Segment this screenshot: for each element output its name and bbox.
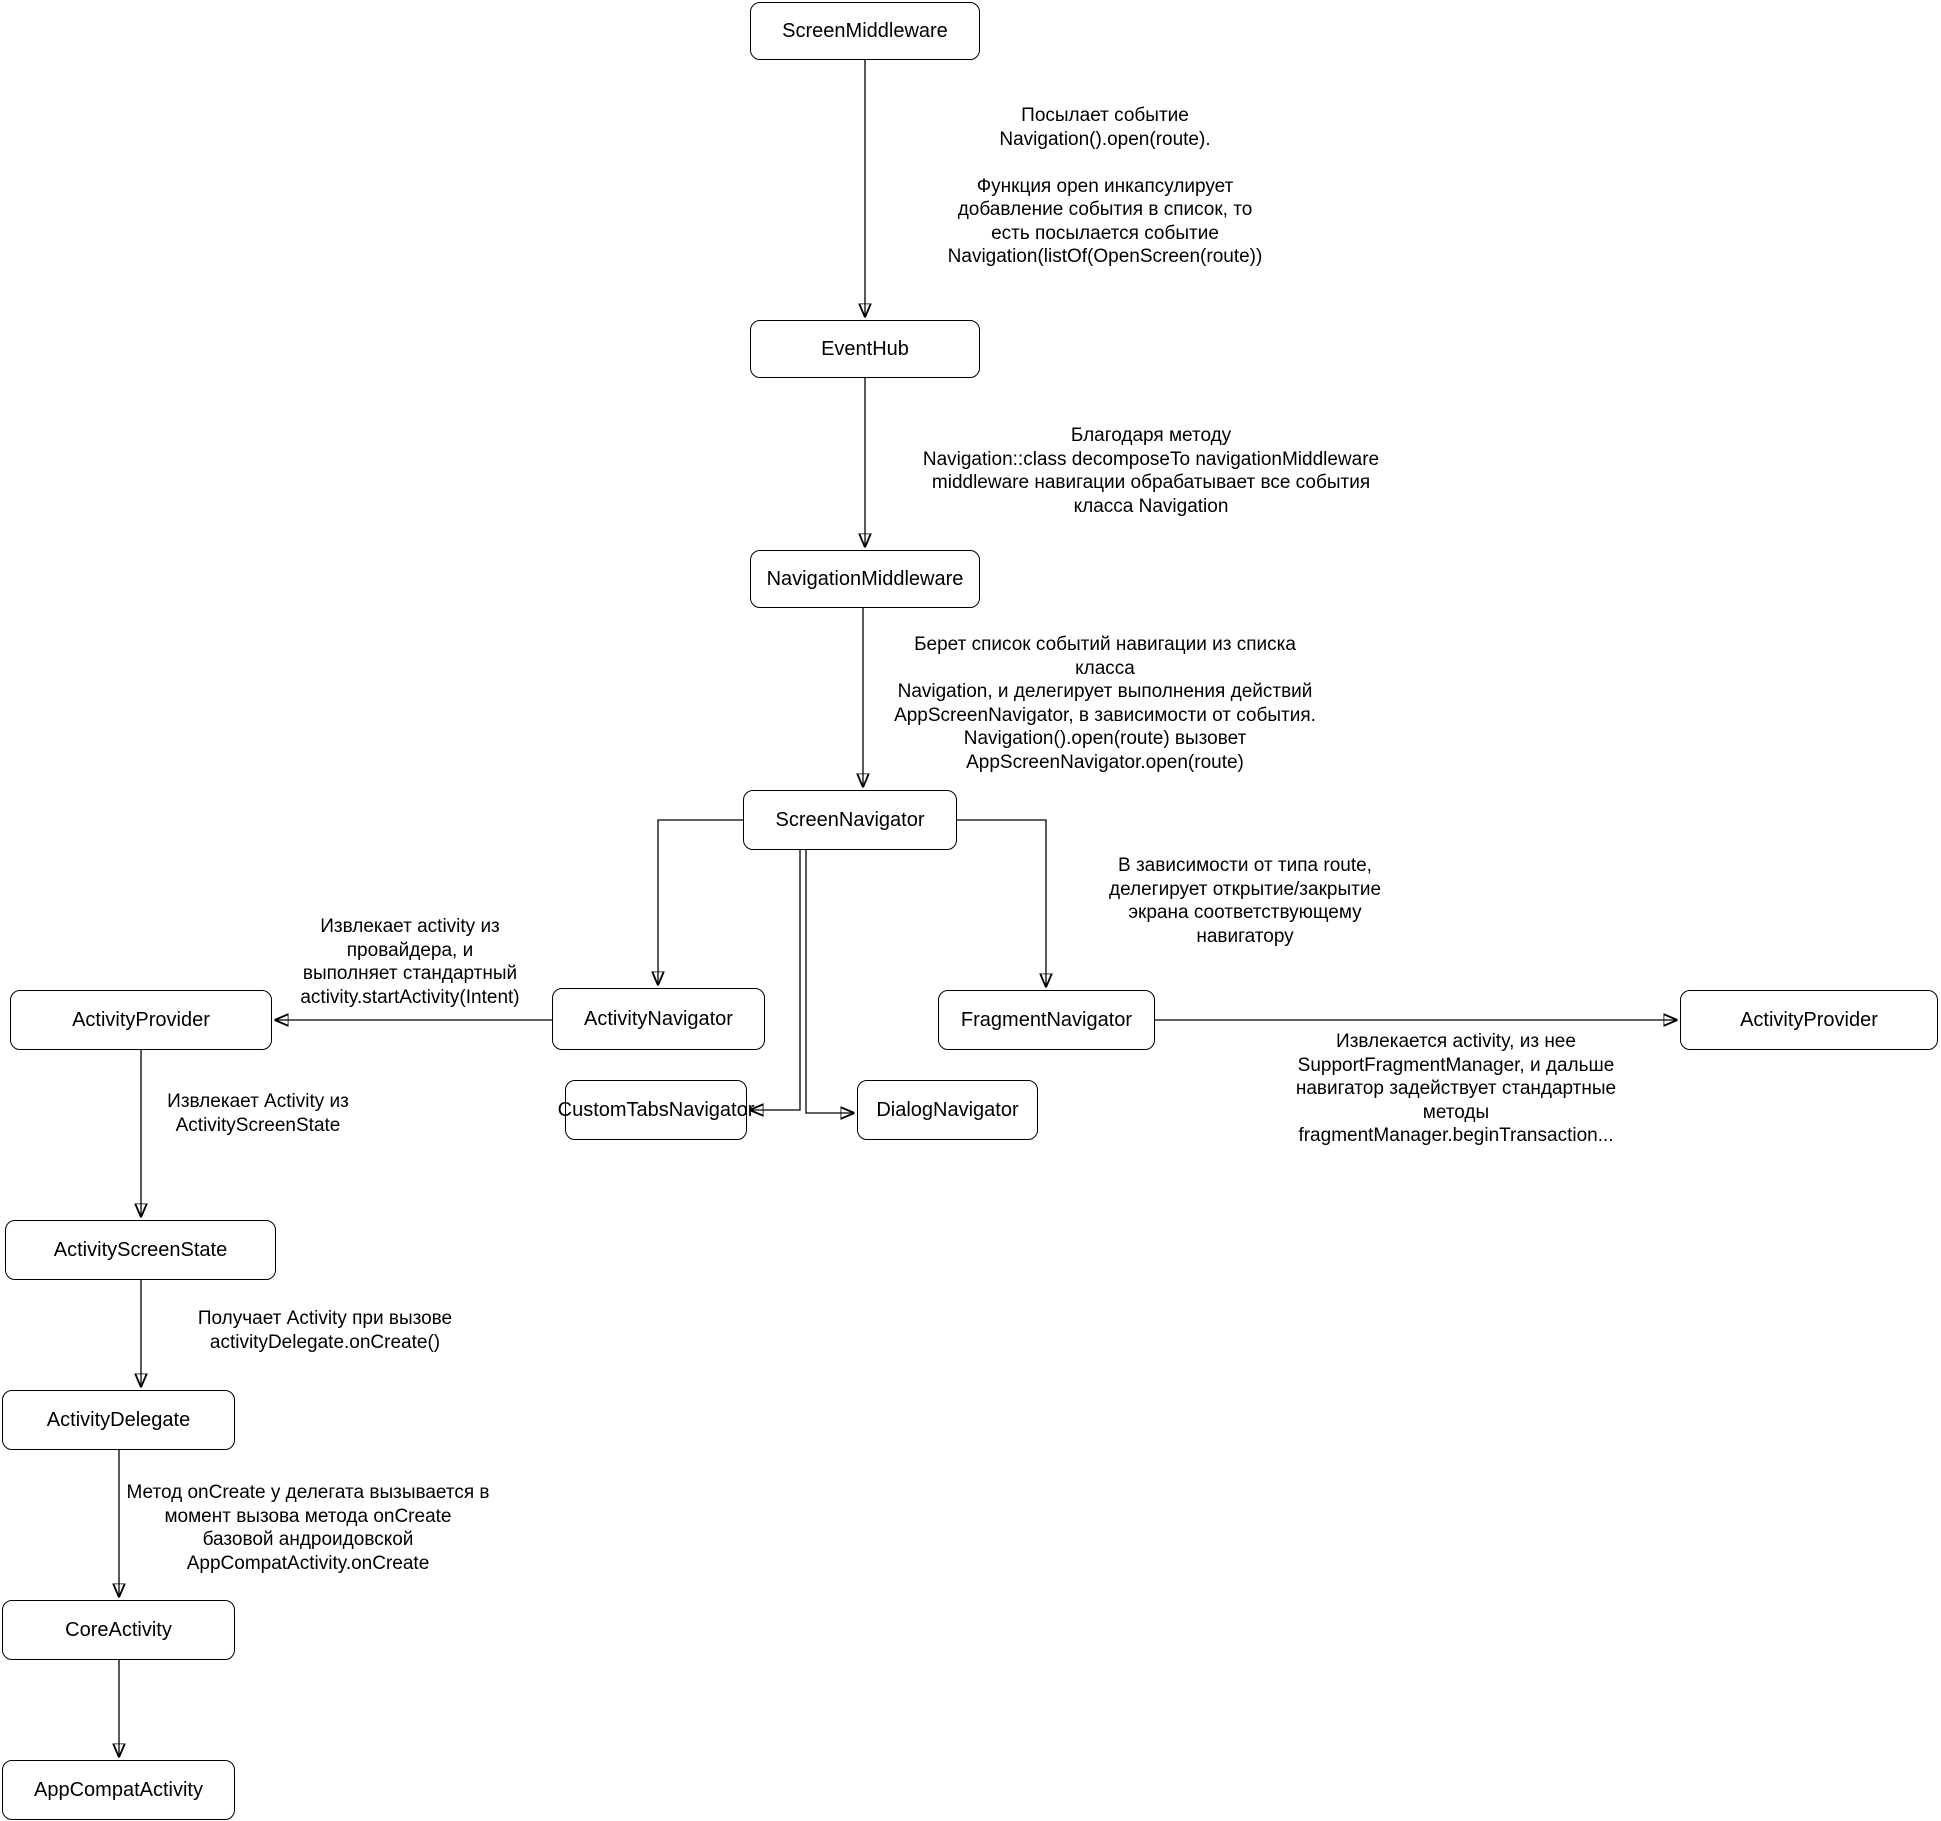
node-fragment-navigator: FragmentNavigator: [938, 990, 1155, 1050]
edge-note-route-type: В зависимости от типа route, делегирует …: [1108, 855, 1382, 947]
node-screen-navigator: ScreenNavigator: [743, 790, 957, 850]
node-app-compat-activity: AppCompatActivity: [2, 1760, 235, 1820]
node-label: EventHub: [821, 338, 909, 360]
arrow-screennavigator-activitynavigator: [658, 819, 743, 984]
node-activity-navigator: ActivityNavigator: [552, 988, 765, 1050]
node-label: CoreActivity: [65, 1619, 172, 1641]
node-label: ActivityProvider: [72, 1009, 210, 1031]
node-navigation-middleware: NavigationMiddleware: [750, 550, 980, 608]
arrow-screennavigator-customtabsnavigator: [751, 850, 801, 1110]
edge-note-extract-activity: Извлекает activity из провайдера, и выпо…: [300, 916, 520, 1008]
arrow-screennavigator-fragmentnavigator: [957, 819, 1046, 986]
edge-note-get-activity-oncreate: Получает Activity при вызове activityDel…: [197, 1308, 453, 1353]
node-label: AppCompatActivity: [34, 1779, 203, 1801]
edge-note-oncreate-delegate: Метод onCreate у делегата вызывается в м…: [126, 1482, 490, 1574]
node-activity-provider-right: ActivityProvider: [1680, 990, 1938, 1050]
node-label: ScreenMiddleware: [782, 20, 948, 42]
node-label: ActivityNavigator: [584, 1008, 733, 1030]
node-custom-tabs-navigator: CustomTabsNavigator: [558, 1080, 754, 1140]
edge-note-fragment-manager: Извлекается activity, из нее SupportFrag…: [1295, 1031, 1617, 1146]
node-label: ActivityDelegate: [46, 1409, 191, 1431]
node-dialog-navigator: DialogNavigator: [857, 1080, 1038, 1140]
node-activity-screen-state: ActivityScreenState: [5, 1220, 276, 1280]
node-core-activity: CoreActivity: [2, 1600, 235, 1660]
edge-note-delegate-actions: Берет список событий навигации из списка…: [894, 634, 1316, 773]
node-activity-delegate: ActivityDelegate: [2, 1390, 235, 1450]
edge-note-extract-from-state: Извлекает Activity из ActivityScreenStat…: [167, 1091, 349, 1136]
node-label: NavigationMiddleware: [766, 568, 964, 590]
node-screen-middleware: ScreenMiddleware: [750, 2, 980, 60]
edge-note-decompose: Благодаря методу Navigation::class decom…: [922, 425, 1380, 517]
node-label: ActivityScreenState: [53, 1239, 228, 1261]
arrow-screennavigator-dialognavigator: [805, 850, 853, 1113]
node-label: DialogNavigator: [876, 1099, 1019, 1121]
node-label: CustomTabsNavigator: [557, 1099, 755, 1121]
node-label: FragmentNavigator: [960, 1009, 1133, 1031]
node-label: ScreenNavigator: [775, 809, 925, 831]
node-activity-provider-left: ActivityProvider: [10, 990, 272, 1050]
node-label: ActivityProvider: [1740, 1009, 1878, 1031]
node-event-hub: EventHub: [750, 320, 980, 378]
edge-note-send-event: Посылает событие Navigation().open(route…: [947, 105, 1263, 267]
